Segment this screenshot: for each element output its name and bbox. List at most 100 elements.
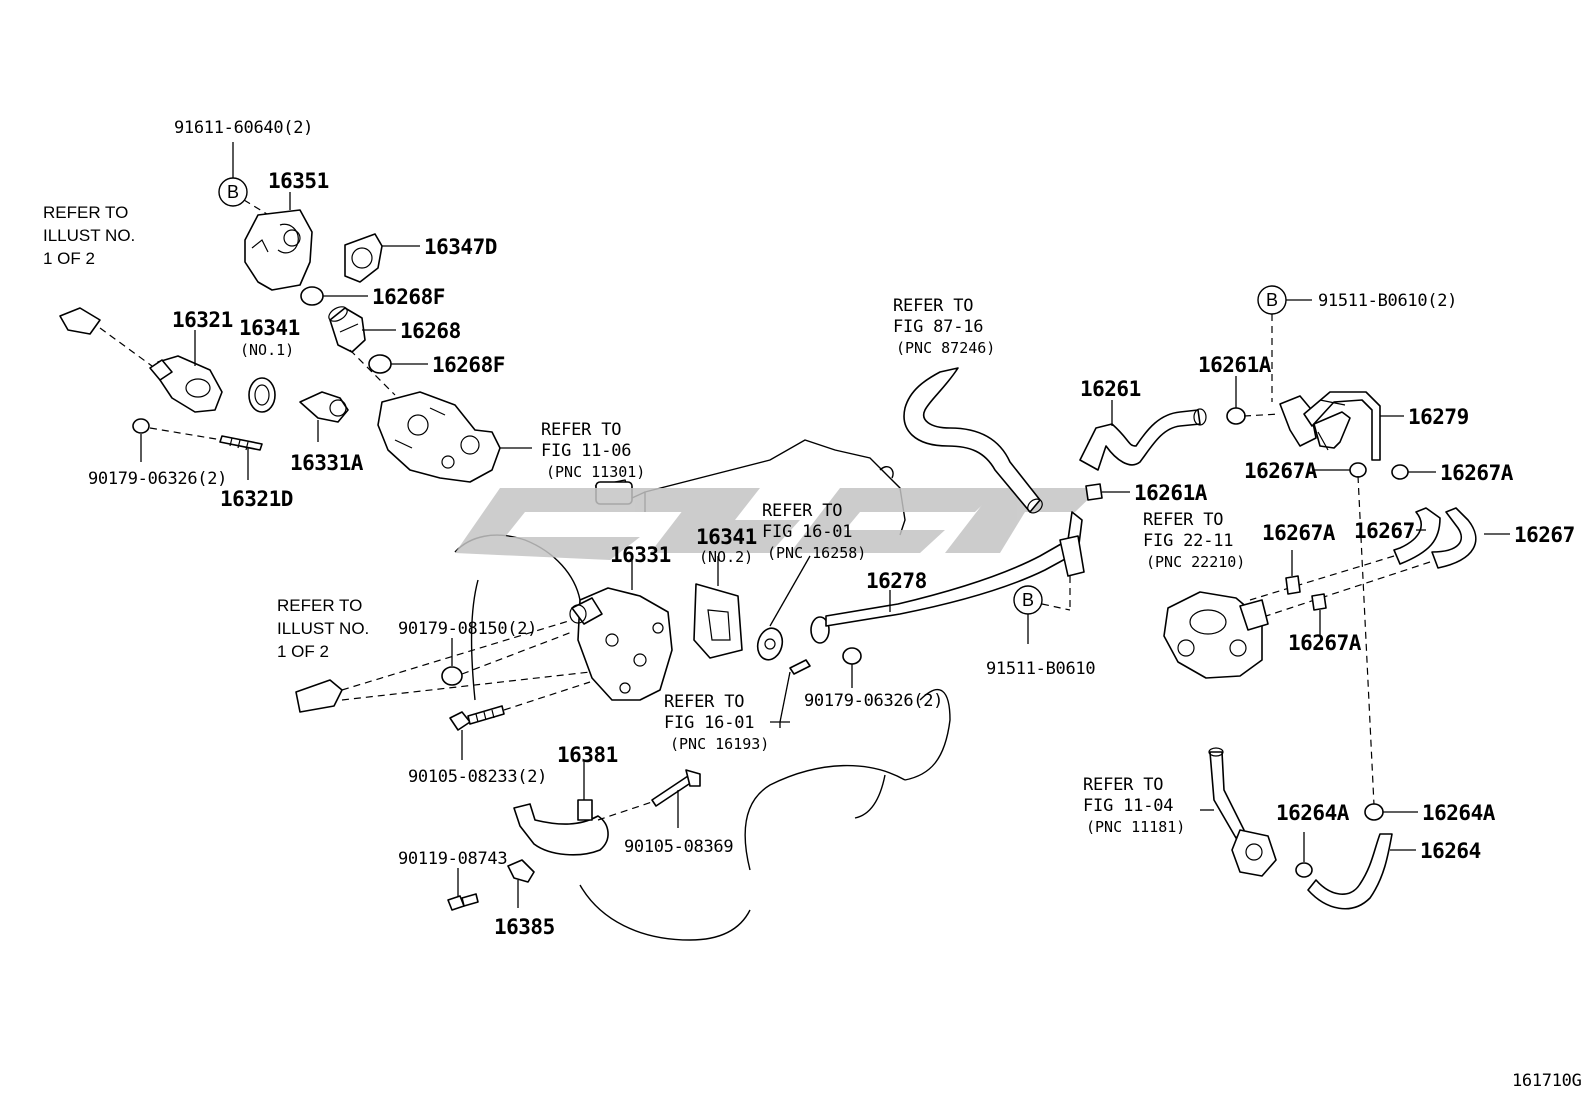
- svg-text:(PNC 11181): (PNC 11181): [1086, 818, 1185, 836]
- part-16264A-clamp-a: [1295, 862, 1313, 878]
- diagram-id: 161710G: [1512, 1071, 1582, 1091]
- svg-text:(PNC 16258): (PNC 16258): [767, 544, 866, 562]
- svg-text:FIG 16-01: FIG 16-01: [664, 713, 754, 733]
- label-16268: 16268: [400, 319, 461, 343]
- label-90179-b: 90179-08150(2): [398, 619, 537, 639]
- svg-text:B: B: [1266, 290, 1278, 310]
- label-16347D: 16347D: [424, 235, 497, 259]
- part-hose-refer-1: [59, 307, 101, 335]
- label-16264A-b: 16264A: [1422, 801, 1496, 825]
- part-90179-nut-a: [132, 418, 150, 434]
- label-16268F-b: 16268F: [432, 353, 505, 377]
- label-91511-b: 91511-B0610(2): [1318, 291, 1457, 311]
- label-16341-no2-sub: (NO.2): [699, 548, 753, 566]
- svg-text:1 OF 2: 1 OF 2: [43, 249, 95, 268]
- refer-fig-16-01-a: REFER TO FIG 16-01 (PNC 16258): [762, 501, 866, 562]
- part-housing-11301: [377, 391, 501, 483]
- svg-text:REFER TO: REFER TO: [1143, 510, 1223, 530]
- label-90179-a: 90179-06326(2): [88, 469, 227, 489]
- part-90179-nut-b: [441, 666, 463, 686]
- label-16331A: 16331A: [290, 451, 364, 475]
- part-16321D-stud: [219, 435, 263, 451]
- part-throttle-body-22210: [1163, 591, 1269, 679]
- part-90119-bolt: [447, 893, 479, 911]
- refer-fig-22-11: REFER TO FIG 22-11 (PNC 22210): [1143, 510, 1245, 571]
- label-16341-no1: 16341: [239, 316, 300, 340]
- label-16267A-d: 16267A: [1288, 631, 1362, 655]
- label-16279: 16279: [1408, 405, 1469, 429]
- svg-text:FIG 22-11: FIG 22-11: [1143, 531, 1233, 551]
- svg-text:B: B: [1022, 590, 1034, 610]
- label-16261A-a: 16261A: [1198, 353, 1272, 377]
- label-16264A-a: 16264A: [1276, 801, 1350, 825]
- part-16321-water-inlet: [149, 355, 223, 413]
- part-90105-bolt-b: [651, 769, 701, 807]
- part-16267A-clamp-c: [1285, 575, 1301, 595]
- part-hose-refer-2: [295, 679, 343, 713]
- label-16267-a: 16267: [1354, 519, 1415, 543]
- label-91611: 91611-60640(2): [174, 118, 313, 138]
- label-16341-no1-sub: (NO.1): [240, 341, 294, 359]
- svg-text:REFER TO: REFER TO: [762, 501, 842, 521]
- refer-fig-11-04: REFER TO FIG 11-04 (PNC 11181): [1083, 775, 1185, 836]
- label-16267A-b: 16267A: [1440, 461, 1514, 485]
- part-16268-pipe: [328, 306, 366, 353]
- label-16278: 16278: [866, 569, 927, 593]
- part-hose-87246: [903, 367, 1043, 514]
- label-16385: 16385: [494, 915, 555, 939]
- label-90179-c: 90179-06326(2): [804, 691, 943, 711]
- svg-text:FIG 11-04: FIG 11-04: [1083, 796, 1173, 816]
- svg-text:REFER TO: REFER TO: [277, 596, 362, 615]
- svg-text:FIG 11-06: FIG 11-06: [541, 441, 631, 461]
- svg-text:(PNC 16193): (PNC 16193): [670, 735, 769, 753]
- label-16321D: 16321D: [220, 487, 293, 511]
- label-16267A-c: 16267A: [1262, 521, 1336, 545]
- part-16278-bypass-pipe: [810, 511, 1085, 644]
- svg-text:FIG 87-16: FIG 87-16: [893, 317, 983, 337]
- refer-illust-2: REFER TO ILLUST NO. 1 OF 2: [277, 596, 369, 661]
- svg-text:FIG 16-01: FIG 16-01: [762, 522, 852, 542]
- part-16385-clamp: [507, 859, 535, 883]
- part-16267-hose-a: [1393, 507, 1441, 565]
- refer-fig-87-16: REFER TO FIG 87-16 (PNC 87246): [893, 296, 995, 357]
- svg-text:(PNC 22210): (PNC 22210): [1146, 553, 1245, 571]
- label-16267A-a: 16267A: [1244, 459, 1318, 483]
- svg-text:ILLUST NO.: ILLUST NO.: [277, 619, 369, 638]
- svg-text:REFER TO: REFER TO: [541, 420, 621, 440]
- part-16331-inlet-housing: [569, 587, 673, 701]
- part-16279-pipe-assy: [1279, 391, 1381, 461]
- watermark-logo: [455, 488, 1100, 560]
- part-16267-hose-b: [1431, 507, 1477, 569]
- part-16347D-gasket: [344, 233, 383, 283]
- label-90105-a: 90105-08233(2): [408, 767, 547, 787]
- label-16341-no2: 16341: [696, 525, 757, 549]
- part-90105-bolt-a: [449, 705, 505, 731]
- part-16341-no2-gasket: [693, 583, 743, 659]
- part-stud-16193: [789, 659, 811, 675]
- svg-text:(PNC 87246): (PNC 87246): [896, 339, 995, 357]
- svg-text:REFER TO: REFER TO: [1083, 775, 1163, 795]
- part-pipe-11181: [1208, 747, 1277, 877]
- label-16268F-a: 16268F: [372, 285, 445, 309]
- part-16261-hose: [1079, 408, 1207, 471]
- svg-text:ILLUST NO.: ILLUST NO.: [43, 226, 135, 245]
- label-90119: 90119-08743: [398, 849, 507, 869]
- svg-text:B: B: [227, 182, 239, 202]
- label-90105-b: 90105-08369: [624, 837, 733, 857]
- part-16267A-clamp-d: [1311, 593, 1327, 611]
- refer-fig-16-01-b: REFER TO FIG 16-01 (PNC 16193): [664, 692, 769, 753]
- label-16331: 16331: [610, 543, 671, 567]
- badge-b-1: B: [218, 177, 248, 207]
- label-16264: 16264: [1420, 839, 1481, 863]
- label-16351: 16351: [268, 169, 329, 193]
- part-16351-water-outlet: [244, 209, 313, 291]
- svg-text:REFER TO: REFER TO: [664, 692, 744, 712]
- svg-text:REFER TO: REFER TO: [43, 203, 128, 222]
- refer-fig-11-06: REFER TO FIG 11-06 (PNC 11301): [541, 420, 645, 481]
- label-16261A-b: 16261A: [1134, 481, 1208, 505]
- label-91511-a: 91511-B0610: [986, 659, 1095, 679]
- label-16261: 16261: [1080, 377, 1141, 401]
